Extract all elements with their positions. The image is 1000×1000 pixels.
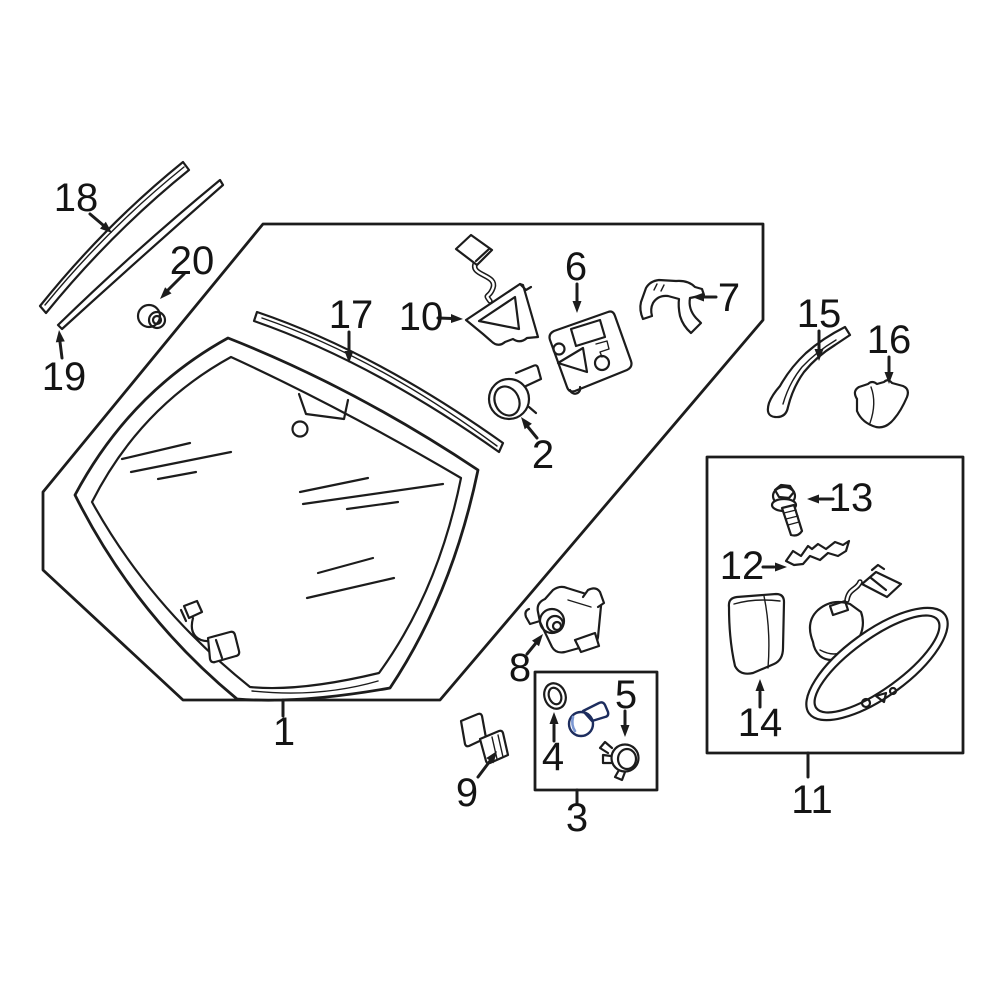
callout-2: 2 xyxy=(532,433,554,477)
body-panel-outline xyxy=(41,222,765,702)
part-17-lower-molding xyxy=(252,310,505,454)
callout-16: 16 xyxy=(867,318,912,362)
callout-20: 20 xyxy=(170,239,215,283)
callout-6: 6 xyxy=(565,245,587,289)
callout-1: 1 xyxy=(273,710,295,754)
part-15-pillar-cover xyxy=(766,325,852,419)
arrow-7 xyxy=(692,292,718,302)
rearview-mirror xyxy=(805,563,949,722)
arrow-9 xyxy=(476,751,497,779)
part-19-reveal-molding xyxy=(56,178,225,331)
arrow-6 xyxy=(572,282,582,313)
part-5-retainer-ring xyxy=(598,740,640,782)
arrow-20 xyxy=(160,272,186,299)
arrow-14 xyxy=(755,679,765,709)
arrow-8 xyxy=(525,634,543,656)
part-20-grommet xyxy=(136,303,167,330)
sensor-kit-box xyxy=(533,670,659,792)
arrow-17 xyxy=(344,330,354,363)
part-14-mirror-cover xyxy=(727,592,786,675)
part-16-corner-cover xyxy=(853,379,909,429)
part-6-sensor-bracket xyxy=(548,310,633,395)
arrow-16 xyxy=(884,355,894,384)
mirror-button xyxy=(291,420,309,438)
callout-8: 8 xyxy=(509,646,531,690)
arrow-12 xyxy=(761,562,787,572)
arrow-19 xyxy=(55,330,65,360)
arrow-15 xyxy=(814,329,824,361)
part-9-spacer-pads xyxy=(459,712,510,765)
callout-5: 5 xyxy=(615,673,637,717)
arrow-5 xyxy=(620,709,630,737)
callout-9: 9 xyxy=(456,771,478,815)
part-7-retainer-clip xyxy=(639,278,706,335)
callout-labels: 1 2 3 4 5 6 7 8 9 10 11 12 13 14 15 16 1… xyxy=(42,176,912,840)
callout-18: 18 xyxy=(54,176,99,220)
callout-7: 7 xyxy=(718,276,740,320)
callout-10: 10 xyxy=(399,295,444,339)
arrow-13 xyxy=(807,494,835,504)
callout-19: 19 xyxy=(42,355,87,399)
arrow-18 xyxy=(88,212,112,233)
highlighted-rain-sensor xyxy=(567,701,610,738)
part-12-mirror-bracket xyxy=(784,539,851,567)
windshield-harness xyxy=(179,599,241,664)
part-10-antenna-module xyxy=(454,233,540,346)
callout-arrows xyxy=(55,212,894,806)
arrow-10 xyxy=(436,314,463,323)
windshield-glass xyxy=(73,336,480,702)
arrow-4 xyxy=(549,712,559,743)
callout-4: 4 xyxy=(542,735,564,779)
callout-17: 17 xyxy=(329,293,374,337)
mirror-kit-box xyxy=(705,455,965,755)
part-13-bolt xyxy=(770,483,804,537)
callout-13: 13 xyxy=(829,476,874,520)
part-8-camera-module xyxy=(524,585,606,654)
sensor-notch xyxy=(297,392,350,421)
arrow-2 xyxy=(521,417,539,440)
callout-15: 15 xyxy=(797,292,842,336)
callout-14: 14 xyxy=(738,701,783,745)
part-4-sensor-gasket xyxy=(543,682,567,710)
callout-3: 3 xyxy=(566,796,588,840)
callout-12: 12 xyxy=(720,544,765,588)
callout-11: 11 xyxy=(791,778,833,822)
glass-reflection-lines xyxy=(120,441,445,600)
part-2-sensor-grommet xyxy=(487,364,543,421)
